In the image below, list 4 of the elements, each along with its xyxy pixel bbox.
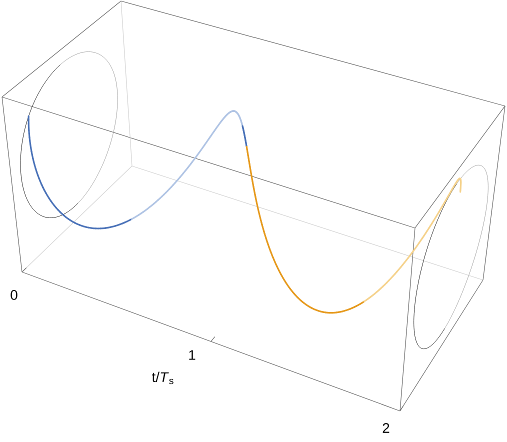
tick-label: 0 bbox=[10, 290, 18, 300]
tick-label: 2 bbox=[382, 423, 390, 433]
axis-label: t/T$_{s}$ bbox=[152, 372, 174, 384]
tick-label: 1 bbox=[189, 350, 196, 360]
